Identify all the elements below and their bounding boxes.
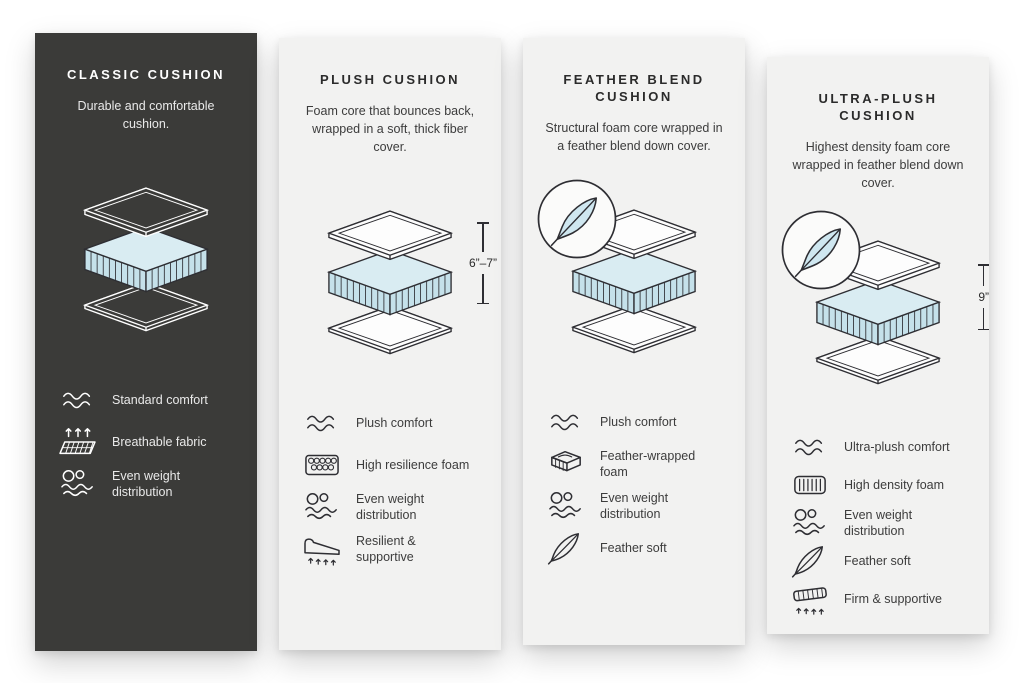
feature-list: Plush comfort High resilience foam Even … [279, 406, 501, 566]
feature-label: Ultra-plush comfort [844, 440, 950, 455]
card-description: Durable and comfortable cushion. [77, 98, 215, 132]
feature-item: Standard comfort [57, 383, 245, 417]
high-density-foam-icon [789, 468, 831, 502]
wave-icon [57, 383, 99, 417]
feather-wrapped-foam-icon [545, 447, 587, 481]
card-plush-cushion: PLUSH CUSHION Foam core that bounces bac… [279, 38, 501, 650]
cushion-layers-illustration [61, 183, 231, 334]
feature-item: Even weight distribution [57, 467, 245, 501]
card-feather-blend-cushion: FEATHER BLEND CUSHION Structural foam co… [523, 38, 745, 645]
wave-icon [545, 405, 587, 439]
measurement-label: 6”–7” [468, 256, 497, 271]
card-title: PLUSH CUSHION [319, 72, 461, 87]
measurement-line [478, 222, 488, 253]
measurement-line [478, 274, 488, 305]
feature-label: Even weight distribution [112, 468, 181, 500]
even-weight-icon [301, 490, 343, 524]
card-ultra-plush-cushion: ULTRA-PLUSH CUSHION Highest density foam… [767, 57, 989, 634]
feature-item: Plush comfort [301, 406, 489, 440]
feature-label: Plush comfort [356, 416, 433, 431]
firm-supportive-icon [789, 582, 831, 616]
feature-label: Feather soft [844, 554, 911, 569]
feature-item: Plush comfort [545, 405, 733, 439]
feature-item: High resilience foam [301, 448, 489, 482]
feature-label: Even weight distribution [600, 490, 669, 522]
card-classic-cushion: CLASSIC CUSHION Durable and comfortable … [35, 33, 257, 651]
card-title: FEATHER BLEND CUSHION [563, 72, 705, 104]
even-weight-icon [57, 467, 99, 501]
cushion-illustration [35, 159, 257, 357]
wave-icon [789, 430, 831, 464]
feature-item: Even weight distribution [789, 506, 977, 540]
feature-item: Firm & supportive [789, 582, 977, 616]
feature-label: High resilience foam [356, 458, 470, 473]
card-title: CLASSIC CUSHION [66, 67, 226, 82]
feature-list: Ultra-plush comfort High density foam Ev… [767, 430, 989, 616]
feature-list: Plush comfort Feather-wrapped foam Even … [523, 405, 745, 565]
feature-item: Feather-wrapped foam [545, 447, 733, 481]
feature-item: Even weight distribution [301, 490, 489, 524]
feature-label: Resilient & supportive [356, 534, 416, 565]
feature-label: Even weight distribution [356, 492, 425, 523]
feature-item: Resilient & supportive [301, 532, 489, 566]
feather-badge-icon [535, 177, 619, 261]
measurement-line [979, 264, 989, 287]
card-description: Structural foam core wrapped in a feathe… [545, 120, 723, 153]
feature-item: Feather soft [789, 544, 977, 578]
feature-item: Feather soft [545, 531, 733, 565]
feature-label: High density foam [844, 478, 945, 493]
feature-list: Standard comfort Breathable fabric Even … [35, 383, 257, 501]
measurement-label: 9” [978, 290, 989, 305]
height-measurement: 9” [978, 264, 989, 331]
breathable-fabric-icon [57, 425, 99, 459]
card-title: ULTRA-PLUSH CUSHION [818, 91, 938, 123]
feature-label: Breathable fabric [112, 435, 207, 450]
resilient-supportive-icon [301, 532, 343, 566]
even-weight-icon [789, 506, 831, 540]
card-description: Highest density foam core wrapped in fea… [792, 139, 964, 191]
cushion-layers-illustration [305, 206, 475, 357]
cushion-illustration: 9” [767, 212, 989, 410]
feather-badge-icon [779, 208, 863, 292]
resilience-foam-icon [301, 448, 343, 482]
feather-icon [789, 544, 831, 578]
feather-icon [545, 531, 587, 565]
feature-label: Firm & supportive [844, 592, 942, 607]
feature-label: Standard comfort [112, 393, 208, 408]
even-weight-icon [545, 489, 587, 523]
measurement-line [979, 308, 989, 331]
feature-item: Even weight distribution [545, 489, 733, 523]
feature-label: Feather-wrapped foam [600, 448, 696, 480]
wave-icon [301, 406, 343, 440]
height-measurement: 6”–7” [468, 222, 497, 305]
feature-item: High density foam [789, 468, 977, 502]
feature-label: Feather soft [600, 540, 667, 555]
card-description: Foam core that bounces back, wrapped in … [305, 103, 475, 155]
card-row: CLASSIC CUSHION Durable and comfortable … [35, 33, 989, 651]
feature-item: Breathable fabric [57, 425, 245, 459]
feature-label: Plush comfort [600, 414, 677, 429]
feature-item: Ultra-plush comfort [789, 430, 977, 464]
cushion-illustration: 6”–7” [279, 182, 501, 380]
cushion-illustration [523, 181, 745, 379]
feature-label: Even weight distribution [844, 507, 913, 539]
